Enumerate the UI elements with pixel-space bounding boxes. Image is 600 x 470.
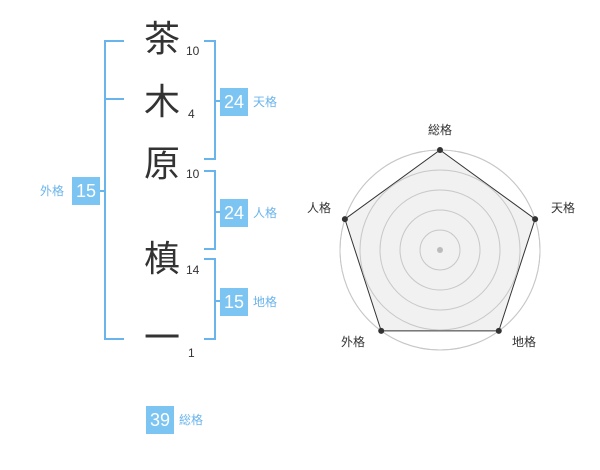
stroke-count-1: 10 [186,44,200,58]
radar-point [378,327,385,334]
gaikaku-bracket-tick [104,98,124,100]
radar-label-jinkaku: 人格 [307,200,331,215]
name-character-2: 木 [143,82,180,123]
radar-ring [379,189,501,311]
radar-polygon [344,149,536,332]
radar-ring [399,209,481,291]
radar-points [341,147,539,334]
stroke-count-2: 4 [188,107,195,121]
stroke-count-3: 10 [186,167,200,181]
tenkaku-connector [214,100,222,102]
chikaku-value-badge: 15 [220,288,248,316]
name-character-4: 槙 [143,239,180,280]
gaikaku-label: 外格 [40,184,65,198]
soukaku-value-badge: 39 [146,406,174,434]
tenkaku-value-badge: 24 [220,88,248,116]
radar-point [341,216,348,223]
jinkaku-label: 人格 [253,206,278,220]
radar-point [532,216,539,223]
chikaku-label: 地格 [253,295,278,309]
radar-label-tenkaku: 天格 [551,200,575,215]
chikaku-connector [214,300,222,302]
gaikaku-connector [98,190,106,192]
name-character-1: 茶 [143,19,180,60]
chikaku-bracket [204,258,216,340]
gaikaku-value-badge: 15 [72,177,100,205]
jinkaku-bracket [204,170,216,250]
jinkaku-connector [214,211,222,213]
radar-label-soukaku: 総格 [428,122,452,137]
radar-label-gaikaku: 外格 [341,334,365,349]
radar-label-chikaku: 地格 [512,334,536,349]
radar-ring [419,229,461,271]
name-character-5: 一 [143,318,180,359]
radar-center-dot [437,247,443,253]
radar-point [495,327,502,334]
jinkaku-value-badge: 24 [220,199,248,227]
stroke-count-5: 1 [188,346,195,360]
name-character-3: 原 [143,144,180,185]
soukaku-label: 総格 [179,413,204,427]
radar-point [437,147,443,153]
tenkaku-label: 天格 [253,95,278,109]
radar-ring [359,169,521,331]
stroke-count-4: 14 [186,263,200,277]
